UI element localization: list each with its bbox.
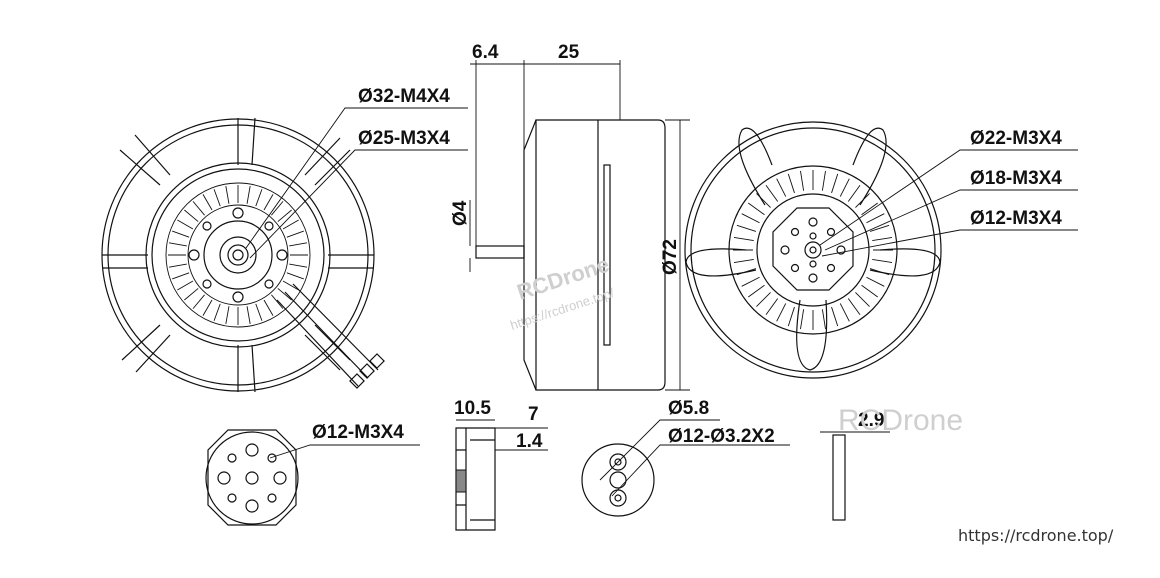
label-outer-d: Ø72 [660, 239, 681, 275]
label-1-4: 1.4 [516, 431, 543, 452]
stator-slot [202, 194, 213, 211]
stator-slot [847, 298, 861, 315]
label-height: 25 [558, 42, 580, 63]
label-d12-bottom: Ø12-M3X4 [312, 422, 404, 443]
stator-slot [787, 306, 795, 327]
stator-slot [177, 280, 194, 291]
right-motor-view: Ø22-M3X4 Ø18-M3X4 Ø12-M3X4 [684, 121, 1078, 379]
stator-slot [289, 263, 308, 268]
label-2-9: 2.9 [858, 410, 884, 431]
stator-slot [184, 288, 199, 301]
label-d12-right: Ø12-M3X4 [970, 208, 1062, 229]
label-d32: Ø32-M4X4 [358, 86, 450, 107]
stator-slot [861, 284, 878, 298]
stator-slot [168, 242, 187, 247]
stator-slot [872, 237, 893, 242]
stator-slot [776, 178, 787, 197]
stator-slot [286, 230, 304, 238]
stator-slot [765, 298, 779, 315]
label-7: 7 [528, 404, 539, 425]
label-d18: Ø18-M3X4 [970, 168, 1062, 189]
stator-slot [177, 219, 194, 230]
stator-slot [255, 189, 263, 207]
stator-slot [839, 178, 850, 197]
stator-slot [246, 185, 251, 204]
stator-slot [741, 213, 760, 224]
stator-slot [831, 306, 839, 327]
label-d22: Ø22-M3X4 [970, 128, 1062, 149]
stator-slot [277, 209, 292, 222]
stator-slot [748, 202, 765, 216]
stator-slot [192, 294, 205, 309]
stator-slot [866, 276, 885, 287]
stator-slot [289, 242, 308, 247]
stator-slot [184, 209, 199, 222]
plate-side-view: 2.9 [820, 410, 890, 521]
adapter-front-view: Ø12-M3X4 [205, 422, 420, 526]
stator-slot [776, 303, 787, 322]
stator-slot [192, 201, 205, 216]
stator-slot [748, 284, 765, 298]
label-shaft-ext: 6.4 [472, 42, 499, 63]
stator-slot [800, 170, 805, 191]
stator-slot [872, 258, 893, 263]
left-motor-view: Ø32-M4X4 Ø25-M3X4 [101, 86, 468, 393]
stator-slot [286, 272, 304, 280]
stator-slot [225, 306, 230, 325]
stator-slot [172, 272, 190, 280]
stator-slot [800, 309, 805, 330]
stator-slot [861, 202, 878, 216]
label-d25: Ø25-M3X4 [358, 128, 450, 149]
stator-slot [263, 299, 274, 316]
stator-slot [202, 299, 213, 316]
stator-slot [855, 292, 870, 307]
stator-slot [271, 201, 284, 216]
stator-slot [821, 170, 826, 191]
label-d12-3-2: Ø12-Ø3.2X2 [668, 426, 775, 447]
stator-slot [282, 280, 299, 291]
stator-slot [733, 237, 754, 242]
stator-slot [869, 224, 890, 232]
stator-slot [756, 292, 771, 307]
stator-slot [787, 173, 795, 194]
washer-disc-view: Ø5.8 Ø12-Ø3.2X2 [581, 398, 790, 517]
stator-slot [847, 185, 861, 202]
footer-url: https://rcdrone.top/ [958, 526, 1114, 545]
stator-slot [246, 306, 251, 325]
stator-slot [255, 303, 263, 321]
label-shaft-d: Ø4 [450, 200, 471, 226]
stator-slot [736, 224, 757, 232]
stator-slot [866, 213, 885, 224]
stator-slot [213, 189, 221, 207]
stator-slot [821, 309, 826, 330]
stator-slot [213, 303, 221, 321]
stator-slot [765, 185, 779, 202]
stator-slot [741, 276, 760, 287]
stator-slot [263, 194, 274, 211]
label-10-5: 10.5 [454, 398, 491, 419]
stator-slot [271, 294, 284, 309]
stator-slot [831, 173, 839, 194]
label-d5-8: Ø5.8 [668, 398, 709, 419]
stator-slot [225, 185, 230, 204]
stator-slot [839, 303, 850, 322]
watermark-brand: RCDrone [838, 404, 963, 437]
adapter-side-view: 10.5 7 1.4 [454, 398, 548, 531]
stator-slot [282, 219, 299, 230]
stator-slot [168, 263, 187, 268]
stator-slot [733, 258, 754, 263]
stator-slot [172, 230, 190, 238]
side-motor-view: 6.4 25 Ø4 Ø72 [450, 42, 690, 391]
stator-slot [277, 288, 292, 301]
